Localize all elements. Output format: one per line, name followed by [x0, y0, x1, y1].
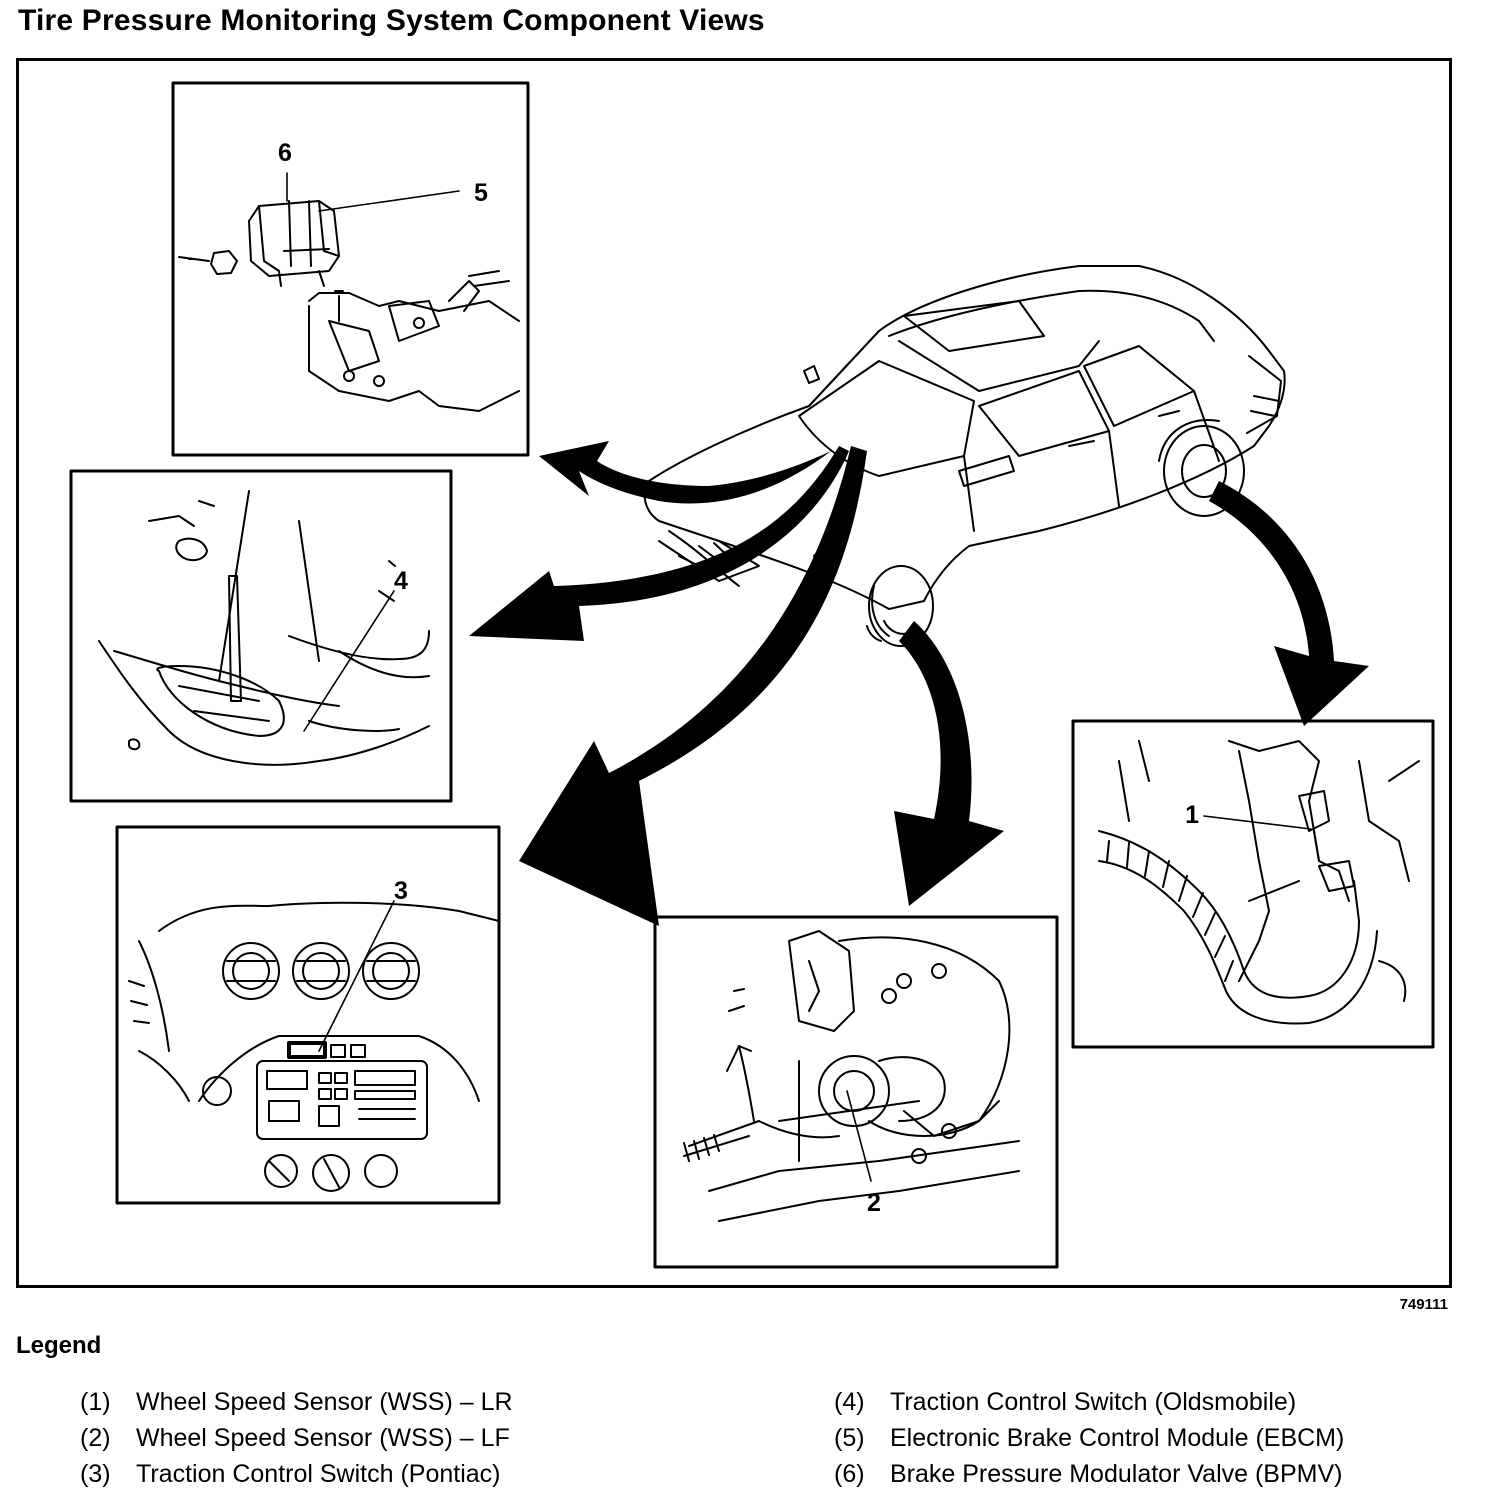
legend-item-label: Traction Control Switch (Pontiac): [136, 1460, 501, 1488]
callout-1: 1: [1185, 801, 1199, 829]
arrow-to-tc-oldsmobile: [469, 446, 849, 641]
arrow-to-wss-lr: [1209, 481, 1369, 726]
legend-column-right: (4) Traction Control Switch (Oldsmobile)…: [834, 1384, 1344, 1492]
legend-item: (4) Traction Control Switch (Oldsmobile): [834, 1384, 1344, 1420]
legend-item-number: (5): [834, 1424, 865, 1452]
figure-id: 749111: [1399, 1296, 1448, 1313]
legend-title: Legend: [16, 1332, 102, 1359]
inset-ebcm-bpmv: [171, 81, 530, 457]
legend-item: (6) Brake Pressure Modulator Valve (BPMV…: [834, 1456, 1344, 1492]
legend-item: (2) Wheel Speed Sensor (WSS) – LF: [80, 1420, 513, 1456]
callout-5: 5: [474, 179, 488, 207]
inset-tc-switch-pontiac: [115, 825, 501, 1205]
callout-3: 3: [394, 877, 408, 905]
legend-item: (3) Traction Control Switch (Pontiac): [80, 1456, 513, 1492]
pointer-arrows: [469, 441, 1369, 926]
legend-item-number: (1): [80, 1388, 111, 1416]
legend-item-label: Wheel Speed Sensor (WSS) – LF: [136, 1424, 510, 1452]
legend-item: (1) Wheel Speed Sensor (WSS) – LR: [80, 1384, 513, 1420]
inset-tc-switch-oldsmobile: [69, 469, 453, 803]
legend-item-number: (4): [834, 1388, 865, 1416]
legend-item-label: Traction Control Switch (Oldsmobile): [890, 1388, 1297, 1416]
callout-6: 6: [278, 139, 292, 167]
inset-wss-lf: [653, 915, 1059, 1269]
callout-4: 4: [394, 567, 408, 595]
page-title: Tire Pressure Monitoring System Componen…: [18, 4, 765, 37]
component-diagram: 1 2 3 4 5 6: [16, 58, 1452, 1288]
legend-column-left: (1) Wheel Speed Sensor (WSS) – LR (2) Wh…: [80, 1384, 513, 1492]
legend-item-label: Brake Pressure Modulator Valve (BPMV): [890, 1460, 1343, 1488]
inset-wss-lr: [1071, 719, 1435, 1049]
legend-item-label: Electronic Brake Control Module (EBCM): [890, 1424, 1345, 1452]
legend-item-number: (2): [80, 1424, 111, 1452]
diagram-canvas: 1 2 3 4 5 6: [69, 81, 1435, 1269]
callout-2: 2: [867, 1189, 881, 1217]
legend-item-number: (3): [80, 1460, 111, 1488]
legend-item-number: (6): [834, 1460, 865, 1488]
legend-item: (5) Electronic Brake Control Module (EBC…: [834, 1420, 1344, 1456]
leader-lines: [286, 172, 1312, 1182]
arrow-to-wss-lf: [894, 621, 1004, 906]
vehicle-illustration: [643, 265, 1286, 647]
legend-item-label: Wheel Speed Sensor (WSS) – LR: [136, 1388, 513, 1416]
arrow-to-ebcm: [539, 441, 831, 504]
arrow-to-tc-pontiac: [519, 446, 867, 926]
